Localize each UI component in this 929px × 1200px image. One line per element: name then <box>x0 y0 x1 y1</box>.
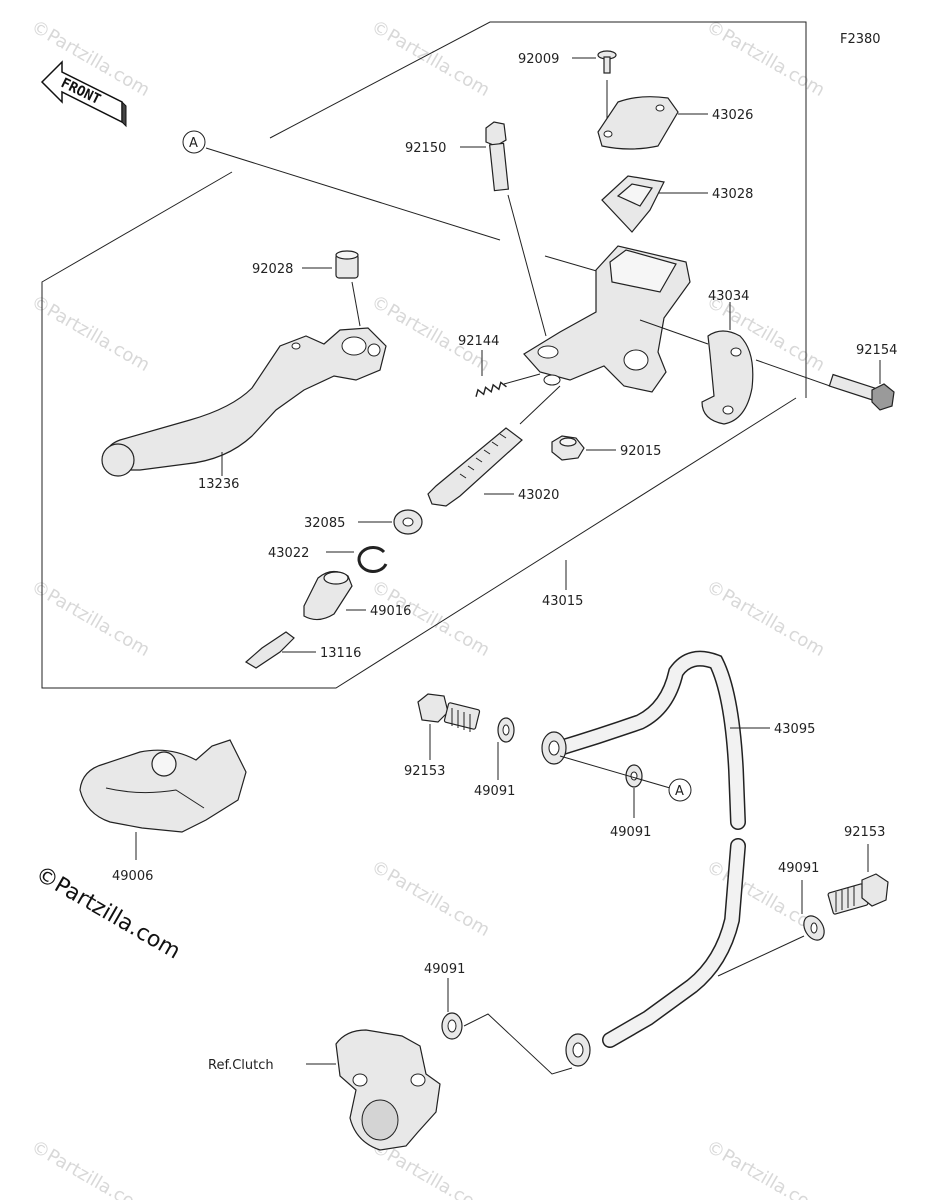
clamp-43034: 43034 <box>639 289 831 425</box>
part-number-92028: 92028 <box>252 262 293 277</box>
part-number-49091-c: 49091 <box>778 861 819 876</box>
push-rod-13116: 13116 <box>244 631 361 669</box>
clutch-lever-13236: 13236 <box>101 327 387 492</box>
banjo-bolt-92153-upper: 92153 <box>404 693 481 779</box>
front-label: FRONT <box>58 75 103 108</box>
part-number-49091-a: 49091 <box>474 784 515 799</box>
watermark: ©Partzilla.com <box>28 1136 154 1200</box>
part-number-43028: 43028 <box>712 187 753 202</box>
banjo-bolt-92153-lower: 92153 <box>827 825 889 915</box>
figure-code: F2380 <box>840 32 881 47</box>
watermark: ©Partzilla.com <box>368 856 494 941</box>
part-number-92150: 92150 <box>405 141 446 156</box>
part-number-92154: 92154 <box>856 343 897 358</box>
part-number-92153-lower: 92153 <box>844 825 885 840</box>
master-cylinder-body <box>523 245 691 393</box>
ref-marker-a-bottom: A <box>675 784 684 799</box>
washer-49091-a: 49091 <box>474 717 515 799</box>
copyright-notice: ©Partzilla.com <box>31 862 184 965</box>
ref-marker-a-top: A <box>182 130 601 273</box>
part-number-43026: 43026 <box>712 108 753 123</box>
pivot-bolt-92150: 92150 <box>405 121 547 337</box>
part-number-92144: 92144 <box>458 334 499 349</box>
part-number-92009: 92009 <box>518 52 559 67</box>
part-number-92015: 92015 <box>620 444 661 459</box>
screw-92009: 92009 <box>518 50 617 120</box>
brake-hose-43095: 43095 <box>541 650 815 1067</box>
watermark: ©Partzilla.com <box>703 576 829 661</box>
watermarks: ©Partzilla.com ©Partzilla.com ©Partzilla… <box>28 16 829 1200</box>
washer-49091-b: 49091 A <box>559 755 692 840</box>
reservoir-cap-43026: 43026 <box>597 96 753 150</box>
part-number-32085: 32085 <box>304 516 345 531</box>
clamp-bolt-92154: 92154 <box>828 343 897 411</box>
assembly-outline <box>41 171 797 689</box>
diaphragm-43028: 43028 <box>601 175 753 233</box>
watermark: ©Partzilla.com <box>28 291 154 376</box>
boot-49016: 49016 <box>303 570 411 621</box>
assembly-label-43015: 43015 <box>542 560 583 609</box>
part-number-13116: 13116 <box>320 646 361 661</box>
washer-49091-c: 49091 <box>717 861 825 977</box>
watermark: ©Partzilla.com <box>703 1136 829 1200</box>
washer-49091-d: 49091 <box>424 962 573 1075</box>
piston-43020: 43020 <box>427 385 561 507</box>
assembly-outline <box>269 21 807 398</box>
circlip-43022: 43022 <box>268 545 388 573</box>
bushing-92028: 92028 <box>252 250 361 327</box>
clutch-release-cylinder: Ref.Clutch <box>208 1029 441 1151</box>
part-number-43022: 43022 <box>268 546 309 561</box>
part-number-43020: 43020 <box>518 488 559 503</box>
spring-92144: 92144 <box>458 334 541 397</box>
part-number-49091-d: 49091 <box>424 962 465 977</box>
part-number-43015: 43015 <box>542 594 583 609</box>
part-number-13236: 13236 <box>198 477 239 492</box>
svg-text:A: A <box>189 136 198 151</box>
lever-cover-49006: 49006 <box>79 739 247 884</box>
part-number-49091-b: 49091 <box>610 825 651 840</box>
watermark: ©Partzilla.com <box>703 16 829 101</box>
part-number-43095: 43095 <box>774 722 815 737</box>
part-number-49006: 49006 <box>112 869 153 884</box>
ref-clutch-label: Ref.Clutch <box>208 1058 274 1073</box>
part-number-43034: 43034 <box>708 289 749 304</box>
washer-32085: 32085 <box>304 509 423 535</box>
watermark: ©Partzilla.com <box>28 576 154 661</box>
part-number-49016: 49016 <box>370 604 411 619</box>
part-number-92153-upper: 92153 <box>404 764 445 779</box>
nut-92015: 92015 <box>551 435 661 461</box>
watermark: ©Partzilla.com <box>368 16 494 101</box>
